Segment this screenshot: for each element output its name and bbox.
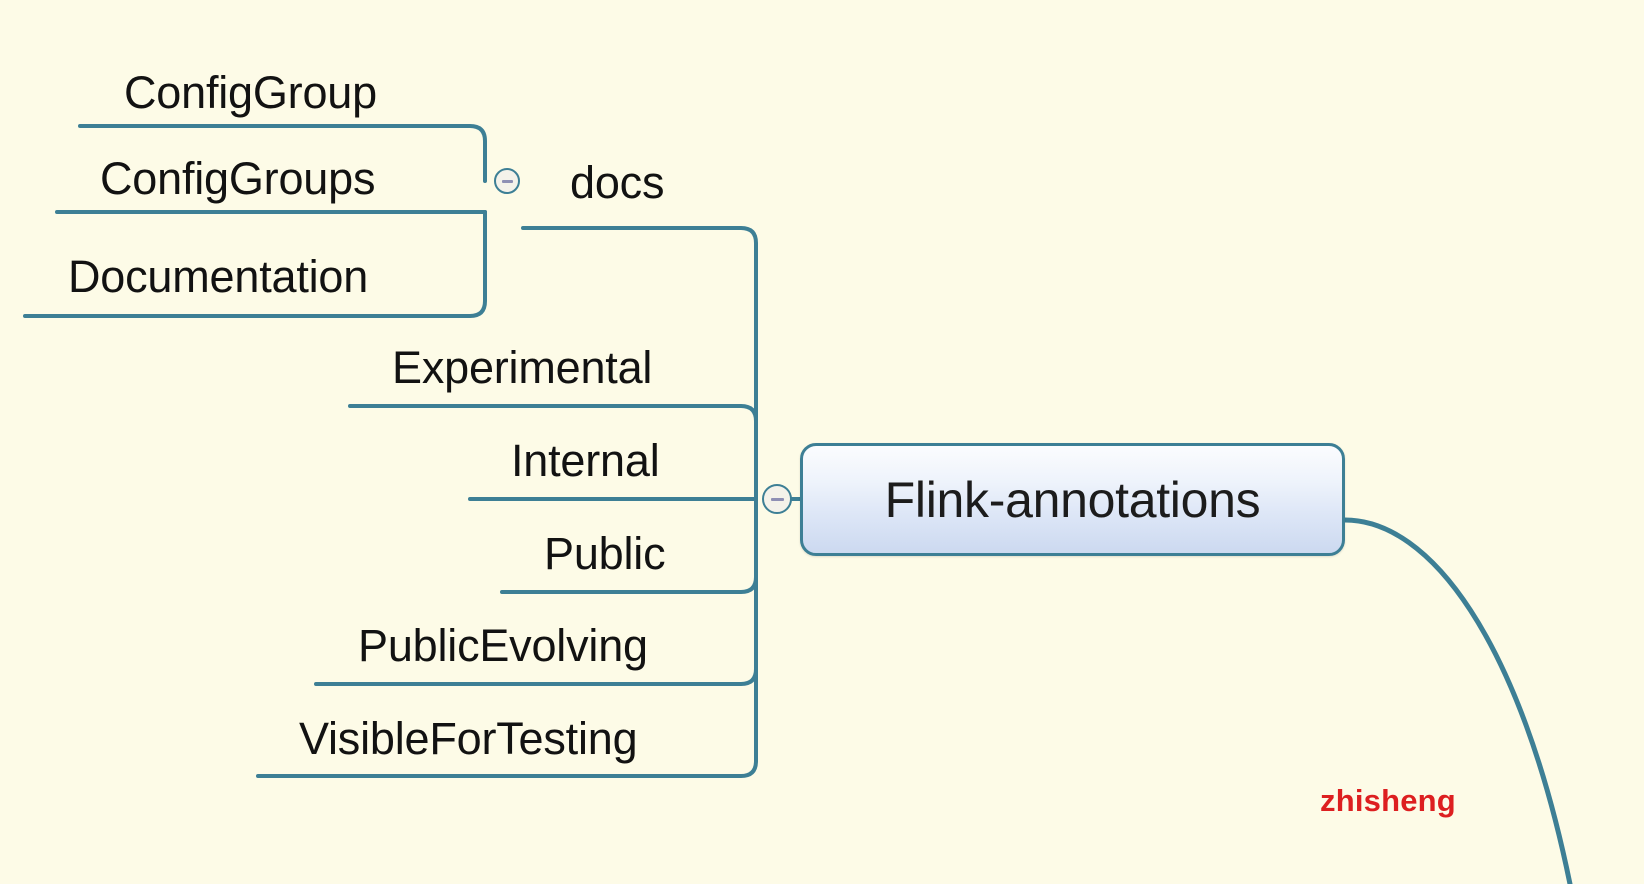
- minus-icon: [770, 497, 784, 501]
- leaf-configgroup[interactable]: ConfigGroup: [124, 67, 377, 118]
- watermark-zhisheng: zhisheng: [1320, 783, 1456, 818]
- leaf-configgroups[interactable]: ConfigGroups: [100, 153, 376, 204]
- leaf-experimental[interactable]: Experimental: [392, 342, 653, 393]
- leaf-visiblefortesting[interactable]: VisibleForTesting: [299, 713, 638, 764]
- branch-label-docs[interactable]: docs: [570, 157, 665, 208]
- root-node-label: Flink-annotations: [884, 471, 1261, 528]
- leaf-documentation[interactable]: Documentation: [68, 251, 369, 302]
- docs-collapse-toggle[interactable]: [494, 168, 520, 194]
- leaf-publicevolving[interactable]: PublicEvolving: [358, 620, 648, 671]
- root-node-flink-annotations[interactable]: Flink-annotations: [800, 443, 1345, 556]
- root-collapse-toggle[interactable]: [762, 484, 792, 514]
- minus-icon: [501, 179, 513, 183]
- leaf-internal[interactable]: Internal: [511, 435, 660, 486]
- leaf-public[interactable]: Public: [544, 528, 666, 579]
- wire-outgoing-curve: [1342, 517, 1573, 884]
